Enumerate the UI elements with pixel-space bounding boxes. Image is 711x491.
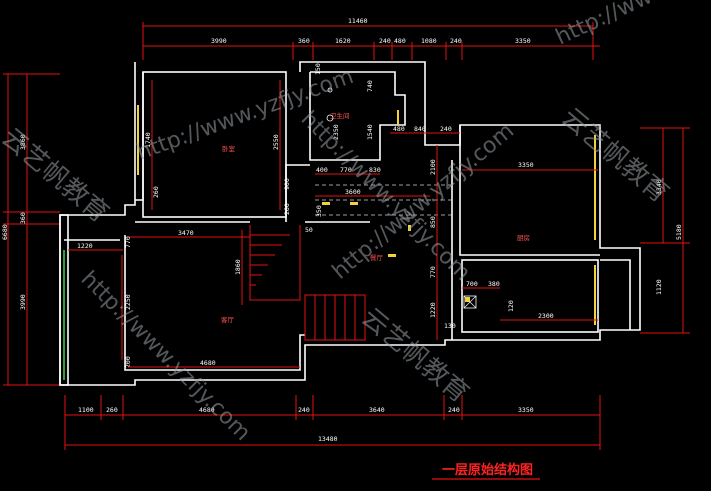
bottom-dimension-chain: 1100 260 4680 240 3640 240 3350 13480 bbox=[64, 395, 601, 450]
dim-inner-11: 400 bbox=[316, 166, 328, 174]
room-label-living: 客厅 bbox=[221, 315, 235, 324]
dim-left-2: 360 bbox=[19, 212, 27, 224]
dim-bottom-2: 260 bbox=[106, 406, 118, 414]
dim-right-2: 5180 bbox=[675, 224, 683, 240]
room-labels: 卧室 厨房 客厅 餐厅 卫生间 bbox=[221, 111, 530, 324]
dim-bottom-3: 4680 bbox=[199, 406, 215, 414]
dim-inner-18: 350 bbox=[315, 205, 323, 217]
dim-inner-33: 120 bbox=[507, 300, 515, 312]
dim-right-1: 3340 bbox=[655, 179, 663, 195]
dim-top-1: 3990 bbox=[211, 37, 227, 45]
dim-inner-10: 2100 bbox=[429, 159, 437, 175]
dim-inner-9: 3350 bbox=[518, 161, 534, 169]
dim-bottom-1: 1100 bbox=[78, 406, 94, 414]
watermark: http://www.yzfjy.com http://www.yzfjy.co… bbox=[0, 0, 711, 446]
walls bbox=[59, 61, 641, 386]
dim-inner-5: 740 bbox=[366, 80, 374, 92]
watermark-brand-3: 云艺帆教育 bbox=[0, 122, 114, 229]
dim-top-7: 240 bbox=[450, 37, 462, 45]
drawing-title: 一层原始结构图 bbox=[432, 462, 540, 480]
dim-inner-30: 130 bbox=[444, 322, 456, 330]
dim-inner-22: 770 bbox=[124, 236, 132, 248]
room-label-bedroom: 卧室 bbox=[222, 144, 236, 153]
dim-top-4: 240 bbox=[379, 37, 391, 45]
dim-inner-27: 850 bbox=[429, 216, 437, 228]
dim-top-5: 480 bbox=[394, 37, 406, 45]
top-dimension-chain: 11460 3990 360 1620 240 480 1080 240 335… bbox=[142, 17, 600, 60]
dim-inner-14: 900 bbox=[283, 178, 291, 190]
dim-left-4: 3990 bbox=[19, 294, 27, 310]
dim-inner-6: 480 bbox=[393, 125, 405, 133]
left-dimension-chain: 3860 360 6680 3990 bbox=[1, 73, 60, 386]
dim-inner-23: 1860 bbox=[234, 259, 242, 275]
room-label-dining: 餐厅 bbox=[370, 253, 384, 262]
dim-top-3: 1620 bbox=[335, 37, 351, 45]
beam-lines bbox=[315, 184, 455, 216]
dim-inner-25: 200 bbox=[124, 356, 132, 368]
drawing-title-text: 一层原始结构图 bbox=[442, 462, 533, 478]
dim-top-6: 1080 bbox=[421, 37, 437, 45]
dim-inner-12: 770 bbox=[340, 166, 352, 174]
dim-bottom-4: 240 bbox=[298, 406, 310, 414]
dim-left-1: 3860 bbox=[19, 134, 27, 150]
watermark-url-5: http://www.yzfjy.com bbox=[552, 0, 711, 50]
fixtures bbox=[322, 87, 477, 309]
right-dimension-chain: 3340 5180 1120 bbox=[640, 127, 690, 334]
watermark-brand-2: 云艺帆教育 bbox=[356, 302, 475, 409]
dim-bottom-total: 13480 bbox=[318, 435, 338, 443]
dim-bottom-5: 3640 bbox=[369, 406, 385, 414]
room-label-kitchen: 厨房 bbox=[517, 233, 530, 242]
dim-inner-7: 840 bbox=[414, 125, 426, 133]
dim-right-3: 1120 bbox=[655, 279, 663, 295]
dim-top-8: 3350 bbox=[515, 37, 531, 45]
dim-inner-13: 830 bbox=[369, 166, 381, 174]
dim-top-2: 360 bbox=[298, 37, 310, 45]
dim-inner-29: 1220 bbox=[429, 302, 437, 318]
dim-inner-1: 1740 bbox=[144, 132, 152, 148]
staircase bbox=[249, 225, 366, 341]
dim-inner-34: 2300 bbox=[538, 312, 554, 320]
dim-top-total: 11460 bbox=[348, 17, 368, 25]
watermark-brand-1: 云艺帆教育 bbox=[556, 102, 675, 209]
dim-left-3: 6680 bbox=[1, 224, 9, 240]
dim-inner-28: 770 bbox=[429, 266, 437, 278]
dim-inner-35: 150 bbox=[314, 63, 322, 75]
dim-inner-31: 700 bbox=[466, 280, 478, 288]
dim-inner-32: 380 bbox=[488, 280, 500, 288]
dim-inner-2: 2550 bbox=[272, 134, 280, 150]
inner-dimensions: 1740 2550 2350 1540 740 480 840 240 3350… bbox=[68, 63, 598, 368]
dim-inner-17: 3600 bbox=[345, 188, 361, 196]
dim-inner-26: 4680 bbox=[200, 359, 216, 367]
dim-inner-8: 240 bbox=[440, 125, 452, 133]
watermark-url-3: http://www.yzfjy.com bbox=[76, 267, 255, 446]
dim-bottom-6: 240 bbox=[448, 406, 460, 414]
room-label-bathroom: 卫生间 bbox=[330, 111, 350, 120]
dim-inner-15: 260 bbox=[152, 186, 160, 198]
dim-bottom-7: 3350 bbox=[518, 406, 534, 414]
dim-inner-21: 3470 bbox=[178, 229, 194, 237]
dim-inner-4: 1540 bbox=[366, 124, 374, 140]
dim-inner-19: 50 bbox=[305, 226, 313, 234]
dim-inner-20: 1220 bbox=[77, 242, 93, 250]
dim-inner-16: 260 bbox=[283, 203, 291, 215]
dim-inner-24: 2250 bbox=[124, 294, 132, 310]
dim-inner-3: 2350 bbox=[332, 124, 340, 140]
